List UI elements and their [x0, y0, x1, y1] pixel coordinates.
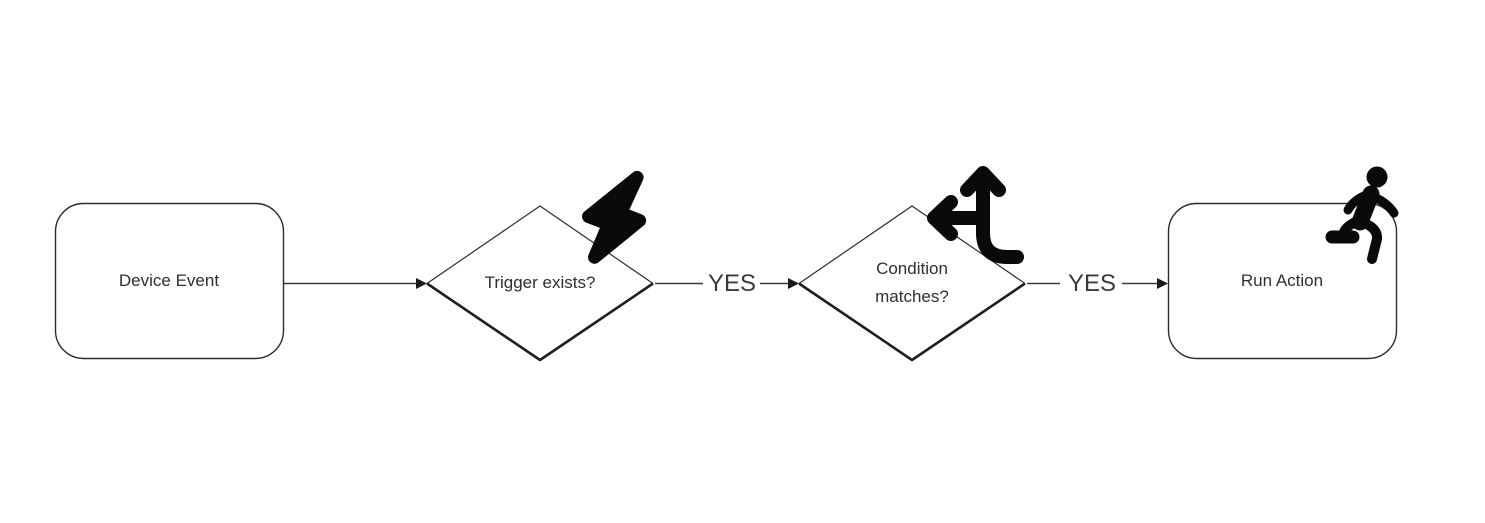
edge-condition-to-action	[1027, 278, 1168, 289]
node-trigger-exists-label: Trigger exists?	[484, 273, 596, 292]
arrowhead-icon	[416, 278, 427, 289]
edge-label-yes-2: YES	[1067, 269, 1117, 297]
lightning-bolt-icon	[582, 170, 647, 264]
arrows-split-icon	[927, 166, 1024, 264]
node-device-event-label: Device Event	[118, 270, 220, 290]
node-device-event-shape	[54, 202, 285, 360]
diamond-bottom-edges	[426, 282, 654, 362]
node-trigger-exists-shape	[426, 205, 654, 362]
arrowhead-icon	[1157, 278, 1168, 289]
node-run-action-label: Run Action	[1240, 270, 1324, 290]
edge-label-yes-1: YES	[707, 269, 757, 297]
person-running-icon	[1325, 166, 1399, 264]
edge-device-to-trigger	[284, 278, 427, 289]
arrowhead-icon	[788, 278, 799, 289]
edge-trigger-to-condition	[655, 278, 799, 289]
diamond-bottom-edges	[798, 282, 1026, 362]
diamond-top-edges	[426, 205, 654, 284]
node-condition-matches-label: Condition matches?	[875, 259, 949, 306]
